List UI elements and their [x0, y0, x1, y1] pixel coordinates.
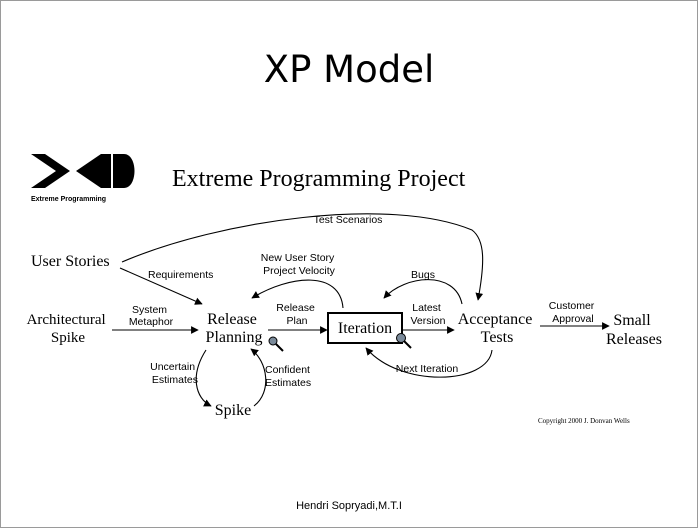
slide-title: XP Model	[263, 48, 435, 91]
label-release-plan: Release Plan	[276, 302, 317, 327]
slide-footer: Hendri Sopryadi,M.T.I	[296, 500, 402, 512]
label-uncertain-estimates: Uncertain Estimates	[150, 361, 198, 386]
label-bugs: Bugs	[411, 269, 435, 281]
edge-confident-estimates	[250, 348, 267, 407]
label-system-metaphor: System Metaphor	[129, 304, 174, 328]
label-requirements: Requirements	[148, 269, 213, 281]
logo-caption: Extreme Programming	[31, 196, 106, 203]
edge-uncertain-estimates	[195, 349, 212, 407]
label-confident-estimates: Confident Estimates	[265, 364, 313, 389]
edge-bugs	[383, 279, 463, 305]
edge-next-iteration	[365, 347, 493, 378]
iteration-box	[327, 312, 403, 344]
copyright: Copyright 2000 J. Donvan Wells	[538, 417, 630, 425]
node-architectural-spike: Architectural Spike	[27, 312, 110, 346]
node-iteration: Iteration	[338, 320, 392, 337]
label-latest-version: Latest Version	[410, 302, 445, 327]
label-customer-approval: Customer Approval	[549, 300, 597, 325]
edge-new-user-story	[251, 279, 344, 309]
magnifier-icon	[396, 333, 412, 349]
label-next-iteration: Next Iteration	[396, 363, 459, 375]
edge-test-scenarios	[121, 213, 484, 301]
diagram-heading: Extreme Programming Project	[172, 166, 466, 192]
label-new-user-story: New User Story Project Velocity	[261, 252, 337, 277]
node-release-planning: Release Planning	[206, 311, 263, 346]
node-small-releases: Small Releases	[606, 312, 662, 348]
label-test-scenarios: Test Scenarios	[314, 214, 383, 226]
node-spike: Spike	[215, 402, 251, 419]
node-user-stories: User Stories	[31, 253, 110, 270]
node-acceptance-tests: Acceptance Tests	[458, 311, 537, 346]
logo-mark: XP	[0, 0, 2, 1]
xp-logo: XP Extreme Programming	[0, 0, 135, 203]
xp-logo-icon	[31, 154, 135, 188]
edge-requirements	[119, 267, 203, 305]
magnifier-icon	[268, 336, 284, 352]
